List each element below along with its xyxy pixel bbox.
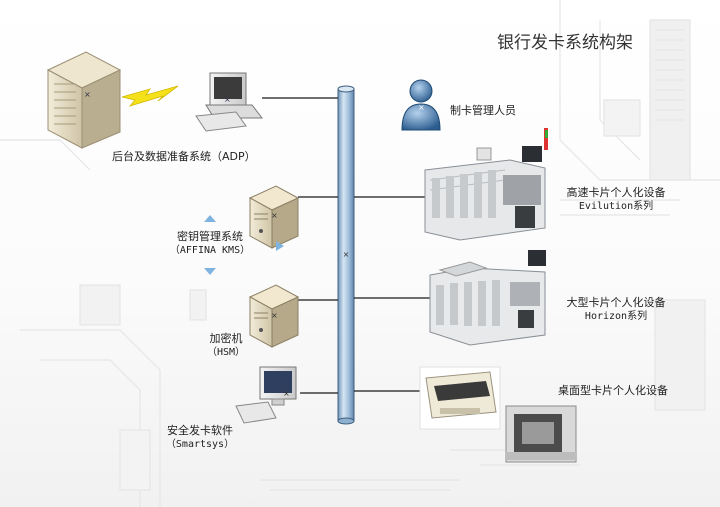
kms-label-sub: （AFFINA KMS） — [169, 245, 251, 256]
evilution-label-sub: Evilution系列 — [578, 201, 654, 212]
mainframe-server-icon: × — [46, 51, 122, 149]
smartsys-workstation-icon: × — [235, 366, 297, 424]
svg-text:×: × — [283, 389, 290, 398]
desktop-machine-icon — [419, 366, 577, 463]
svg-text:×: × — [343, 250, 350, 259]
svg-text:×: × — [271, 311, 278, 320]
horizon-machine-icon — [429, 250, 546, 346]
smartsys-label-name: 安全发卡软件 — [167, 424, 233, 437]
svg-text:×: × — [271, 211, 278, 220]
wireless-link-icon — [121, 85, 179, 107]
evilution-label: 高速卡片个人化设备 Evilution系列 — [560, 186, 672, 214]
connection-lines — [262, 97, 430, 394]
svg-text:×: × — [224, 95, 231, 104]
horizon-label: 大型卡片个人化设备 Horizon系列 — [560, 296, 672, 324]
smartsys-label-sub: （Smartsys） — [165, 439, 235, 450]
bus-cylinder: × — [337, 85, 355, 425]
hsm-label: 加密机 （HSM） — [196, 332, 256, 360]
hsm-label-name: 加密机 — [209, 332, 243, 345]
desktop-label: 桌面型卡片个人化设备 — [558, 384, 668, 397]
diagram-title: 银行发卡系统构架 — [497, 33, 633, 53]
kms-label: 密钥管理系统 （AFFINA KMS） — [168, 230, 252, 258]
adp-workstation-icon: × — [195, 72, 264, 132]
evilution-label-name: 高速卡片个人化设备 — [566, 186, 666, 199]
svg-text:×: × — [84, 90, 91, 99]
kms-arrow-icons — [204, 215, 284, 275]
admin-person-icon: × — [401, 79, 441, 131]
adp-label: 后台及数据准备系统（ADP） — [112, 150, 256, 163]
horizon-label-name: 大型卡片个人化设备 — [566, 296, 666, 309]
horizon-label-sub: Horizon系列 — [584, 311, 648, 322]
hsm-label-sub: （HSM） — [206, 347, 246, 358]
smartsys-label: 安全发卡软件 （Smartsys） — [160, 424, 240, 452]
evilution-machine-icon — [424, 128, 548, 241]
svg-text:×: × — [418, 103, 425, 112]
kms-label-name: 密钥管理系统 — [177, 230, 243, 243]
admin-label: 制卡管理人员 — [450, 104, 516, 117]
kms-server-icon: × — [248, 185, 300, 249]
hsm-server-icon: × — [248, 284, 300, 348]
